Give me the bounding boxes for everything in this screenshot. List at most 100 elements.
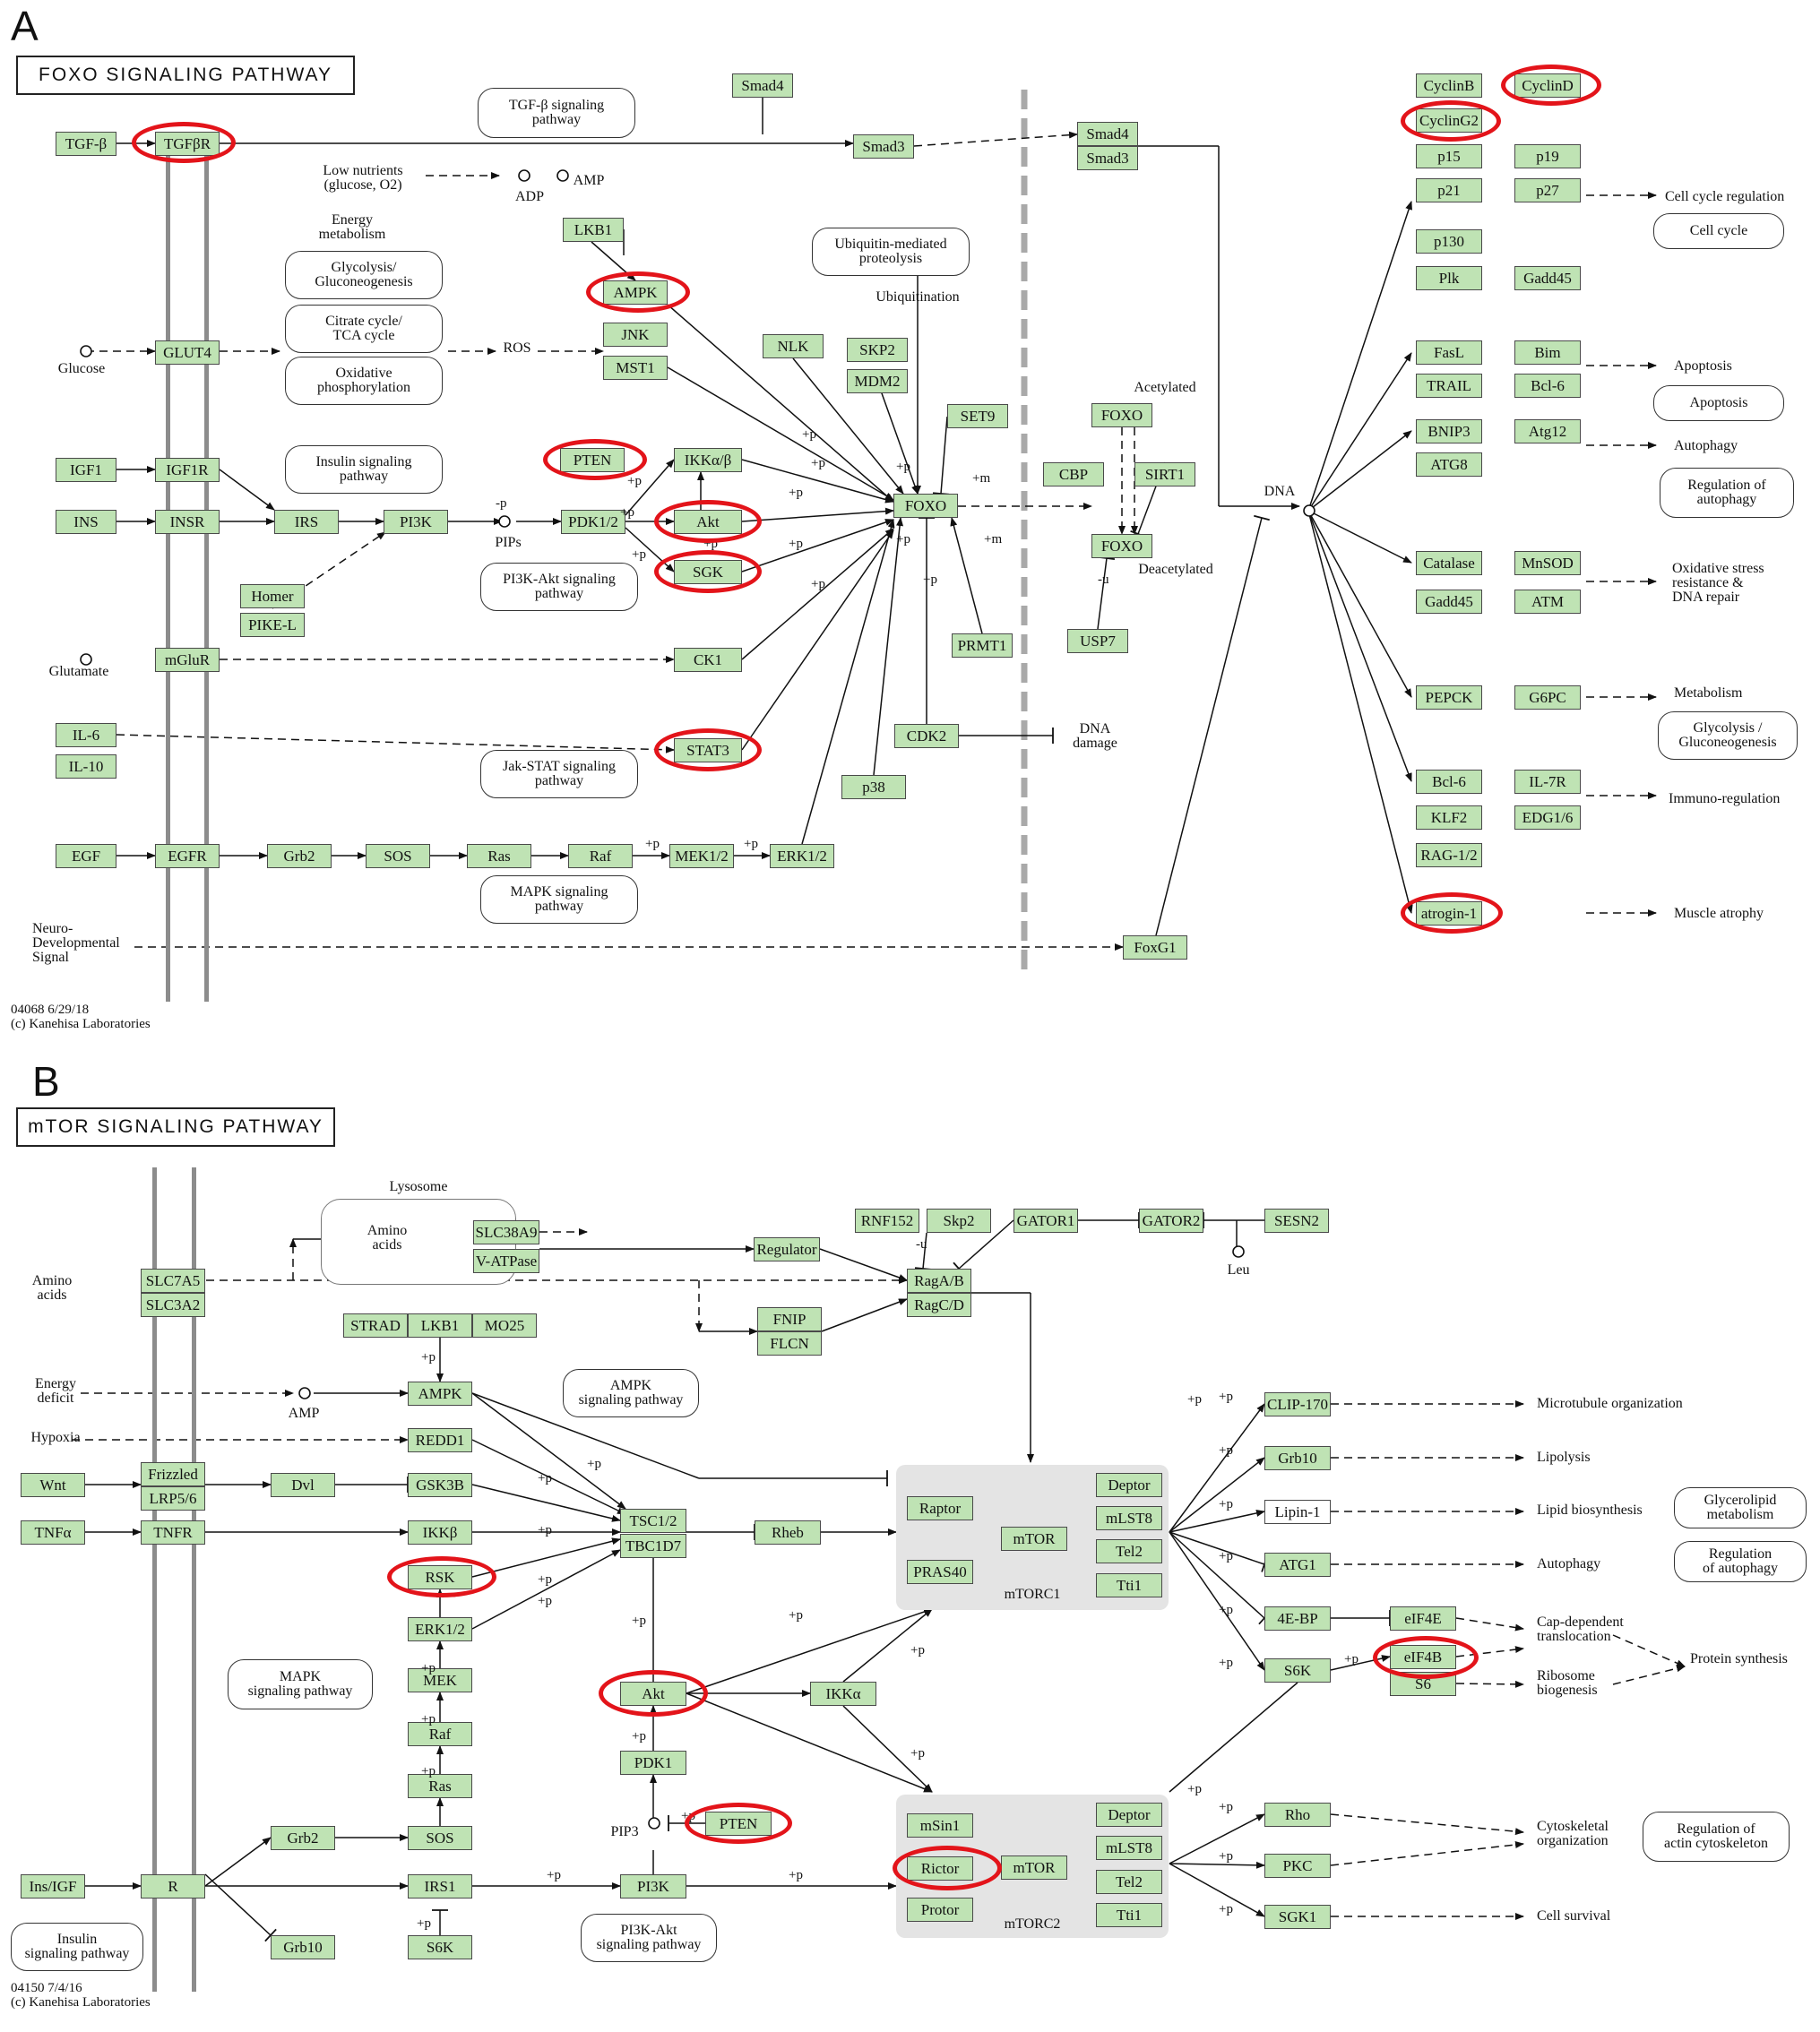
gene-b-sos[interactable]: SOS: [408, 1826, 472, 1850]
gene-a-prmt1[interactable]: PRMT1: [952, 633, 1013, 658]
a-pw-ubi[interactable]: Ubiquitin-mediated proteolysis: [812, 228, 970, 276]
gene-a-pikel[interactable]: PIKE-L: [240, 613, 305, 637]
gene-b-r[interactable]: R: [141, 1874, 205, 1899]
gene-a-cbp[interactable]: CBP: [1043, 462, 1104, 486]
gene-a-atg8[interactable]: ATG8: [1416, 452, 1482, 477]
gene-a-il7r[interactable]: IL-7R: [1514, 770, 1581, 794]
gene-a-bim[interactable]: Bim: [1514, 340, 1581, 365]
b-pw-insulin[interactable]: Insulin signaling pathway: [11, 1923, 143, 1971]
gene-a-ikk[interactable]: IKKα/β: [674, 448, 742, 472]
a-pw-glyco2[interactable]: Glycolysis / Gluconeogenesis: [1658, 711, 1798, 760]
gene-b-insigf[interactable]: Ins/IGF: [21, 1874, 85, 1899]
gene-a-rag12[interactable]: RAG-1/2: [1416, 843, 1482, 867]
gene-a-atg12[interactable]: Atg12: [1514, 419, 1581, 443]
gene-b-ragcd[interactable]: RagC/D: [907, 1293, 971, 1317]
gene-b-tbc1d7[interactable]: TBC1D7: [620, 1534, 686, 1558]
gene-b-deptor2[interactable]: Deptor: [1096, 1803, 1162, 1827]
gene-b-ikka[interactable]: IKKα: [810, 1682, 876, 1706]
gene-b-ras[interactable]: Ras: [408, 1774, 472, 1798]
gene-b-mtor2[interactable]: mTOR: [1001, 1855, 1067, 1880]
gene-b-tti1b[interactable]: Tti1: [1096, 1903, 1162, 1927]
gene-b-flcn[interactable]: FLCN: [757, 1331, 822, 1356]
gene-a-fasl[interactable]: FasL: [1416, 340, 1482, 365]
gene-b-clip170[interactable]: CLIP-170: [1264, 1392, 1331, 1416]
b-pw-ampk[interactable]: AMPK signaling pathway: [563, 1369, 699, 1417]
a-pw-cellcycle[interactable]: Cell cycle: [1653, 213, 1784, 249]
gene-b-mtor1[interactable]: mTOR: [1001, 1527, 1067, 1551]
gene-b-slc3a2[interactable]: SLC3A2: [141, 1293, 205, 1317]
gene-a-erk12[interactable]: ERK1/2: [770, 844, 834, 868]
gene-a-smad4b[interactable]: Smad4: [1077, 122, 1138, 146]
gene-a-igf1[interactable]: IGF1: [56, 458, 116, 482]
a-pw-glyco[interactable]: Glycolysis/ Gluconeogenesis: [285, 251, 443, 299]
gene-b-mlst8a[interactable]: mLST8: [1096, 1506, 1162, 1530]
gene-a-mst1[interactable]: MST1: [603, 356, 668, 380]
gene-a-edg16[interactable]: EDG1/6: [1514, 805, 1581, 830]
gene-b-slc38a9[interactable]: SLC38A9: [473, 1220, 539, 1244]
a-pw-pi3k[interactable]: PI3K-Akt signaling pathway: [480, 563, 638, 611]
gene-a-homer[interactable]: Homer: [240, 584, 305, 608]
gene-a-foxo-de[interactable]: FOXO: [1091, 534, 1152, 558]
gene-b-pi3k[interactable]: PI3K: [620, 1874, 686, 1899]
gene-b-strad[interactable]: STRAD: [343, 1313, 408, 1338]
a-pw-autophagy[interactable]: Regulation of autophagy: [1660, 468, 1794, 518]
gene-b-tel2b[interactable]: Tel2: [1096, 1870, 1162, 1894]
gene-a-g6pc[interactable]: G6PC: [1514, 685, 1581, 710]
gene-b-rheb[interactable]: Rheb: [755, 1520, 821, 1545]
gene-b-eif4e[interactable]: eIF4E: [1390, 1606, 1456, 1631]
gene-b-pkc[interactable]: PKC: [1264, 1854, 1331, 1878]
gene-b-raf[interactable]: Raf: [408, 1722, 472, 1746]
gene-a-raf[interactable]: Raf: [568, 844, 633, 868]
gene-b-mlst8b[interactable]: mLST8: [1096, 1836, 1162, 1860]
gene-b-grb10b[interactable]: Grb10: [271, 1935, 335, 1959]
gene-a-tgfb[interactable]: TGF-β: [56, 132, 116, 156]
gene-b-skp2[interactable]: Skp2: [927, 1209, 991, 1233]
a-pw-tca[interactable]: Citrate cycle/ TCA cycle: [285, 305, 443, 353]
gene-b-dvl[interactable]: Dvl: [271, 1473, 335, 1497]
gene-b-regulator[interactable]: Regulator: [754, 1237, 820, 1261]
b-pw-actin[interactable]: Regulation of actin cytoskeleton: [1643, 1812, 1790, 1862]
gene-a-atm[interactable]: ATM: [1514, 590, 1581, 614]
gene-a-grb2[interactable]: Grb2: [267, 844, 332, 868]
gene-b-sgk1[interactable]: SGK1: [1264, 1905, 1331, 1929]
gene-a-sos[interactable]: SOS: [366, 844, 430, 868]
gene-a-p27[interactable]: p27: [1514, 178, 1581, 202]
gene-a-plk[interactable]: Plk: [1416, 266, 1482, 290]
gene-b-lipin1[interactable]: Lipin-1: [1264, 1500, 1331, 1524]
gene-a-set9[interactable]: SET9: [947, 404, 1008, 428]
a-pw-tgfb[interactable]: TGF-β signaling pathway: [478, 88, 635, 138]
gene-b-tnfa[interactable]: TNFα: [21, 1520, 85, 1545]
gene-a-p130[interactable]: p130: [1416, 229, 1482, 254]
gene-a-klf2[interactable]: KLF2: [1416, 805, 1482, 830]
gene-a-ck1[interactable]: CK1: [674, 648, 742, 672]
gene-b-grb10[interactable]: Grb10: [1264, 1446, 1331, 1470]
gene-a-p19[interactable]: p19: [1514, 144, 1581, 168]
gene-b-slc7a5[interactable]: SLC7A5: [141, 1269, 205, 1293]
gene-b-vatpase[interactable]: V-ATPase: [473, 1249, 539, 1273]
b-pw-glycerolipid[interactable]: Glycerolipid metabolism: [1674, 1487, 1807, 1528]
gene-b-redd1[interactable]: REDD1: [408, 1428, 472, 1452]
gene-a-bnip3[interactable]: BNIP3: [1416, 419, 1482, 443]
gene-b-raptor[interactable]: Raptor: [907, 1496, 973, 1520]
gene-b-msin1[interactable]: mSin1: [907, 1813, 973, 1838]
gene-a-nlk[interactable]: NLK: [763, 334, 824, 358]
gene-b-lkb1[interactable]: LKB1: [408, 1313, 472, 1338]
gene-b-ikkb[interactable]: IKKβ: [408, 1520, 472, 1545]
gene-b-pdk1[interactable]: PDK1: [620, 1751, 686, 1775]
gene-a-bcl6b[interactable]: Bcl-6: [1416, 770, 1482, 794]
a-pw-oxphos[interactable]: Oxidative phosphorylation: [285, 357, 443, 405]
b-pw-autophagy[interactable]: Regulation of autophagy: [1674, 1541, 1807, 1582]
gene-a-cyclinb[interactable]: CyclinB: [1416, 73, 1482, 98]
gene-a-pdk12[interactable]: PDK1/2: [561, 510, 625, 534]
gene-a-cdk2[interactable]: CDK2: [894, 724, 959, 748]
gene-b-rnf152[interactable]: RNF152: [855, 1209, 919, 1233]
gene-b-ragab[interactable]: RagA/B: [907, 1269, 971, 1293]
gene-a-smad4[interactable]: Smad4: [732, 73, 793, 98]
gene-a-glut4[interactable]: GLUT4: [155, 340, 220, 365]
gene-b-deptor1[interactable]: Deptor: [1096, 1473, 1162, 1497]
gene-b-4ebp[interactable]: 4E-BP: [1264, 1606, 1331, 1631]
gene-b-mo25[interactable]: MO25: [472, 1313, 537, 1338]
gene-b-pras40[interactable]: PRAS40: [907, 1560, 973, 1584]
a-pw-ins[interactable]: Insulin signaling pathway: [285, 445, 443, 494]
gene-a-sirt1[interactable]: SIRT1: [1134, 462, 1195, 486]
